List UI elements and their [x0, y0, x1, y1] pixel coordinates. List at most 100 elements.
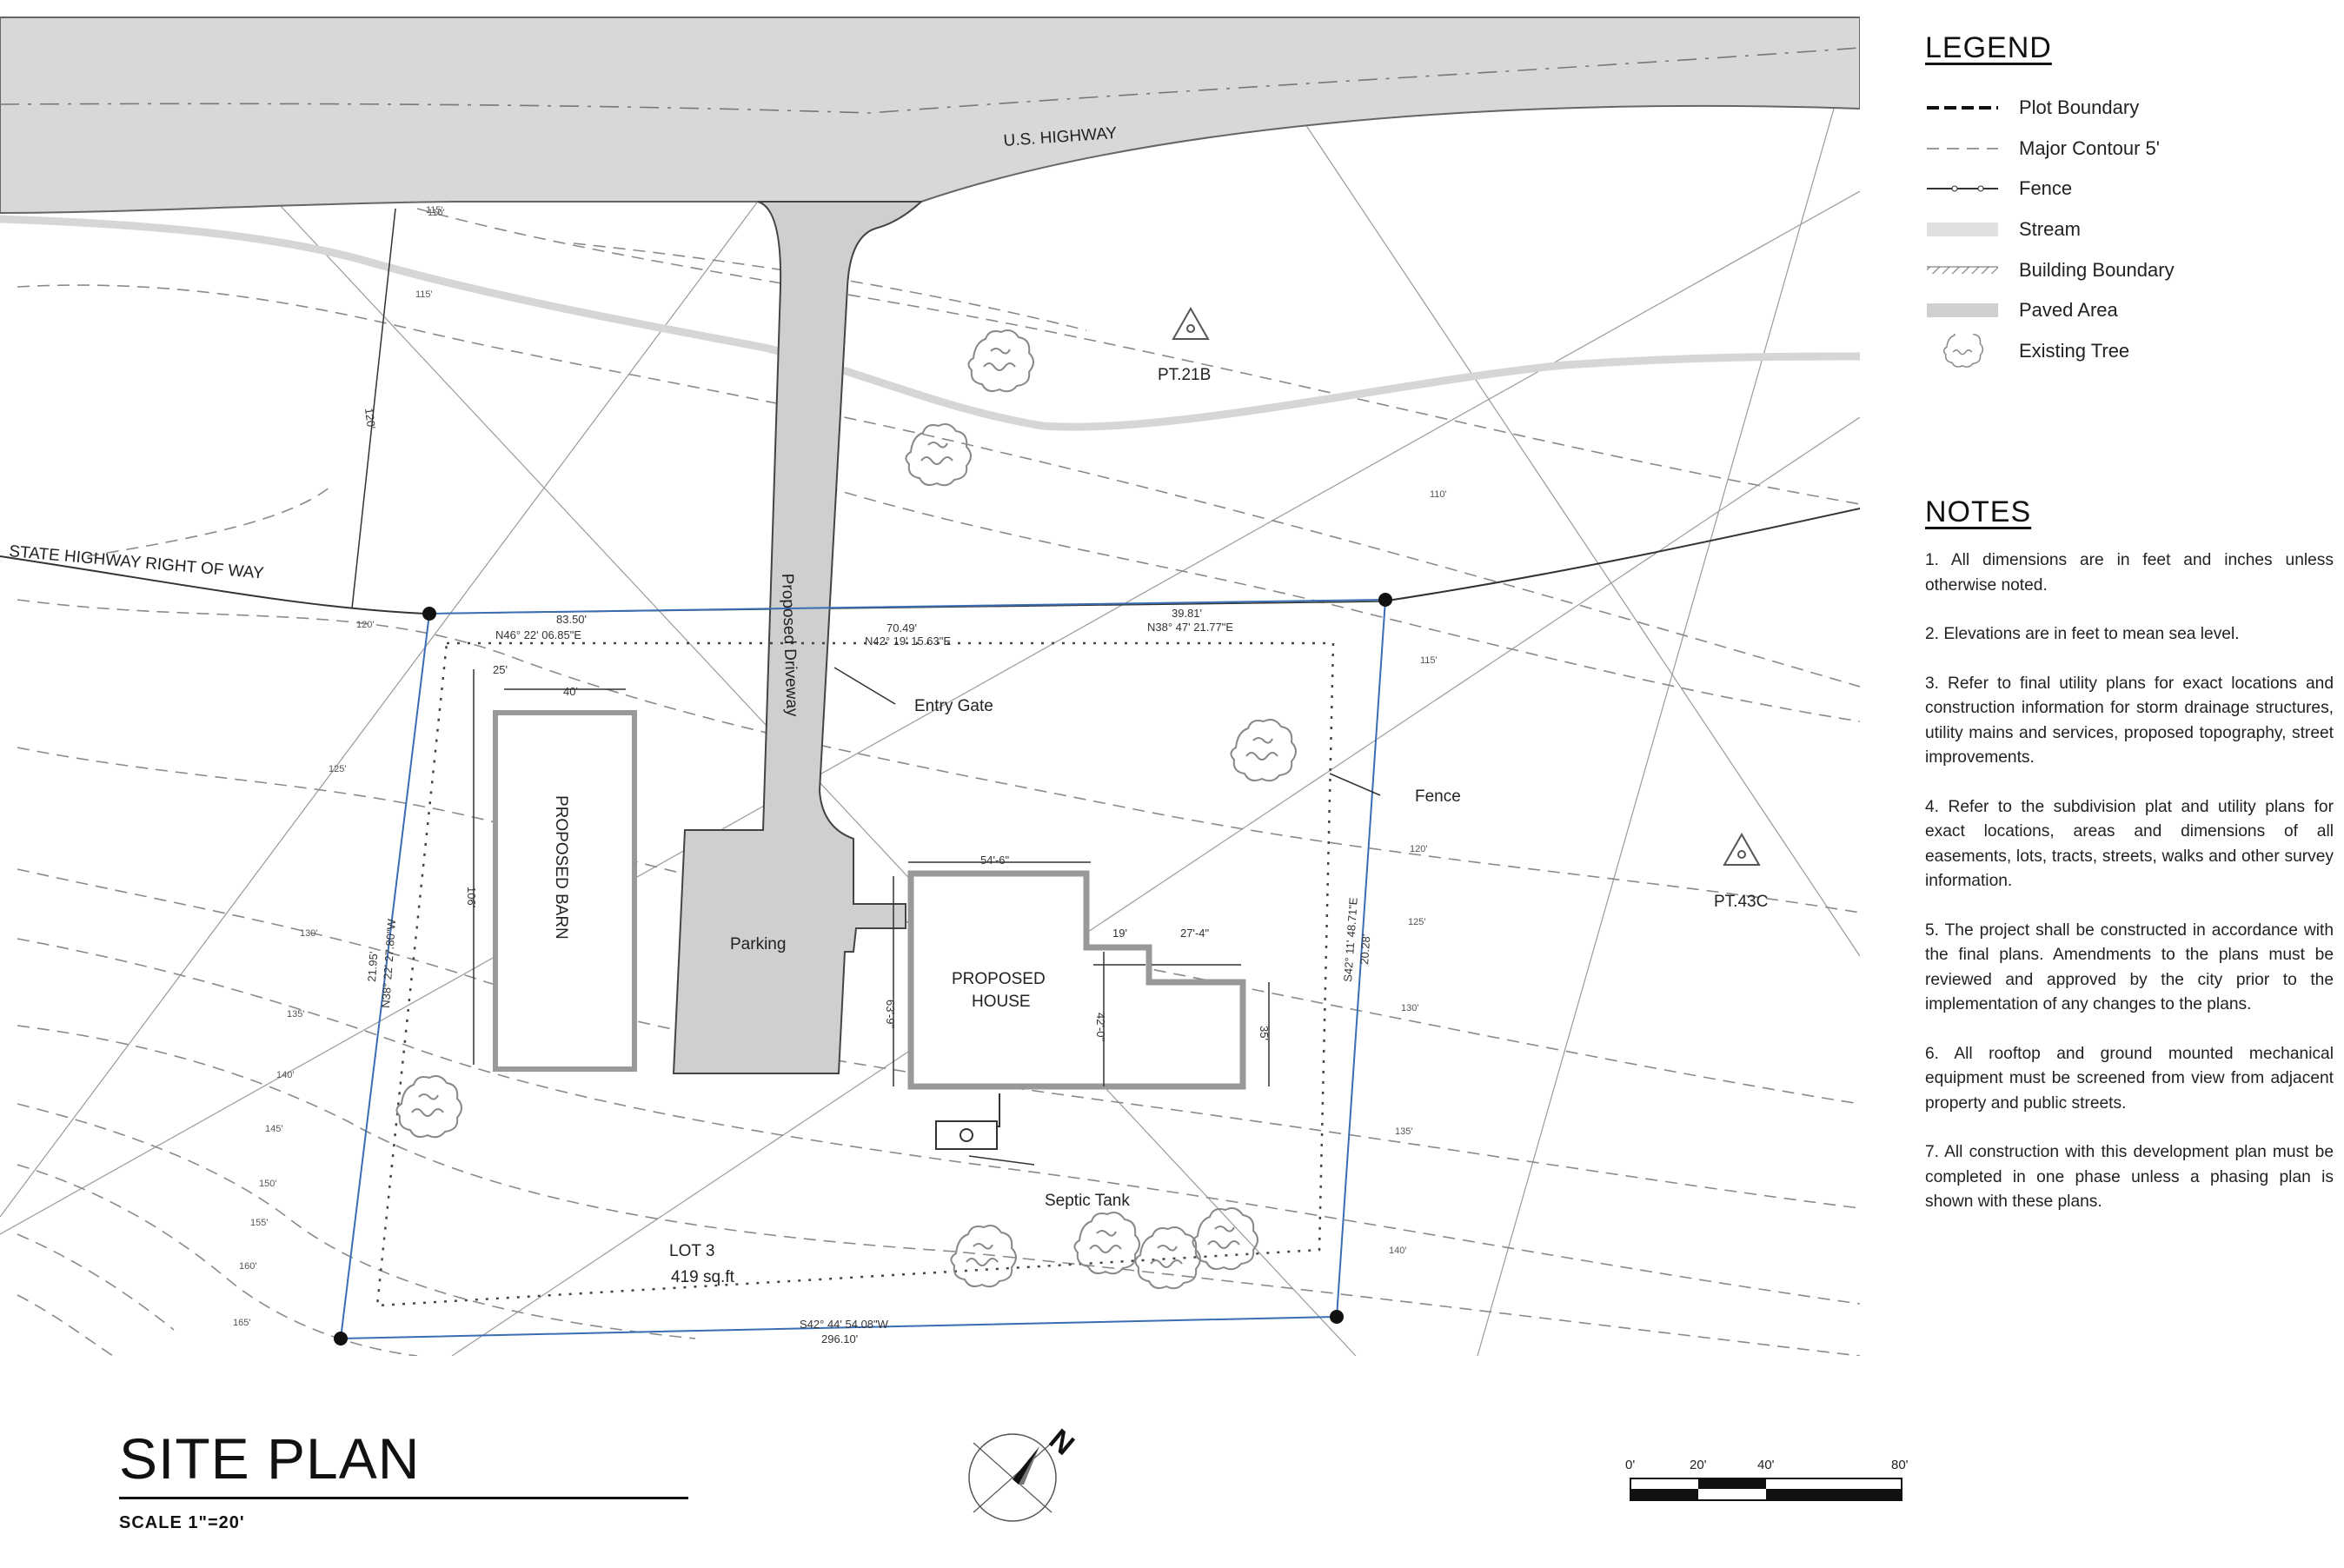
dim-east-bearing: S42° 11' 48.71"E [1341, 897, 1360, 982]
north-arrow: N [968, 1423, 1080, 1522]
parking-label: Parking [730, 935, 786, 953]
contour-lines [17, 208, 1860, 1356]
contour-label: 135' [287, 1009, 304, 1020]
contour-label: 125' [329, 764, 346, 774]
pt-north-label: PT.21B [1158, 366, 1211, 384]
dim-south-len: 296.10' [821, 1332, 858, 1345]
fence-label: Fence [1415, 787, 1461, 806]
legend-title: LEGEND [1925, 31, 2052, 64]
title-rule [119, 1497, 688, 1499]
tree-icon [1925, 333, 2000, 368]
dim-house-notch2: 27'-4" [1180, 927, 1210, 940]
dimension-lines [351, 208, 1381, 1166]
proposed-house [907, 870, 1246, 1090]
dim-seg2-len: 70.49' [886, 621, 917, 635]
paved-area-icon [1925, 301, 2000, 320]
contour-label: 140' [1389, 1246, 1406, 1256]
legend-item: Paved Area [1925, 290, 2325, 331]
us-highway [0, 17, 1860, 215]
fence-icon [1925, 179, 2000, 198]
dim-barn-length: 106' [465, 887, 478, 907]
pt-east-label: PT.43C [1714, 893, 1768, 911]
right-of-way-line [0, 508, 1860, 615]
contour-label: 150' [259, 1179, 276, 1189]
contour-label: 165' [233, 1318, 250, 1328]
contour-label: 0' [1625, 1458, 1635, 1472]
notes-title: NOTES [1925, 495, 2032, 528]
legend: LEGEND Plot Boundary Major Contour 5' Fe… [1925, 31, 2325, 371]
contour-label: 40' [1757, 1458, 1775, 1472]
fence-line [375, 641, 1335, 1307]
contour-label: 145' [265, 1124, 282, 1134]
dim-house-inner: 42'-0" [1094, 1013, 1107, 1042]
note-item: 4. Refer to the subdivision plat and uti… [1925, 797, 2334, 891]
septic-label: Septic Tank [1045, 1192, 1130, 1210]
contour-label: 110' [1430, 489, 1447, 500]
contour-icon [1925, 139, 2000, 158]
dim-house-depth: 63'-9" [884, 1000, 897, 1029]
dim-house-width: 54'-6" [980, 854, 1010, 867]
septic-tank [935, 1093, 1000, 1150]
dim-seg1-bearing: N46° 22' 06.85"E [495, 628, 581, 641]
notes: NOTES 1. All dimensions are in feet and … [1925, 495, 2334, 1239]
contour-labels: 110' 115' 120' 125' 130' 135' 140' 145' … [233, 205, 1447, 1328]
lot-label: LOT 3 [669, 1242, 714, 1260]
contour-label: 135' [1395, 1126, 1412, 1137]
contour-label: 120' [1410, 844, 1427, 854]
dim-seg3-bearing: N38° 47' 21.77"E [1147, 621, 1233, 634]
contour-label: 20' [1690, 1458, 1707, 1472]
contour-label: 80' [1891, 1458, 1909, 1472]
contour-label: 130' [1401, 1003, 1418, 1013]
dim-house-right: 35' [1258, 1026, 1271, 1040]
contour-label: 130' [300, 928, 317, 939]
plot-boundary-icon [1925, 98, 2000, 117]
lot-area: 419 sq.ft [671, 1268, 735, 1286]
note-item: 1. All dimensions are in feet and inches… [1925, 551, 2334, 595]
note-item: 6. All rooftop and ground mounted mechan… [1925, 1044, 2334, 1113]
stream-icon [1925, 220, 2000, 239]
dim-barn-width: 40' [563, 685, 578, 698]
survey-point-markers [1172, 306, 1761, 866]
house-label-1: PROPOSED [952, 970, 1046, 988]
proposed-barn [493, 710, 637, 1072]
dim-barn-offset: 25' [493, 663, 508, 676]
contour-label: 140' [276, 1070, 294, 1080]
note-item: 2. Elevations are in feet to mean sea le… [1925, 625, 2240, 643]
contour-label: 160' [239, 1261, 256, 1272]
legend-item: Plot Boundary [1925, 88, 2325, 129]
stream [0, 215, 1860, 431]
contour-label: 110' [428, 208, 445, 218]
contour-label: 125' [1408, 917, 1425, 927]
right-of-way-label: STATE HIGHWAY RIGHT OF WAY [9, 542, 265, 583]
contour-label: 155' [250, 1218, 268, 1228]
dim-seg1-len: 83.50' [556, 613, 587, 626]
title-block: SITE PLAN SCALE 1"=20' [119, 1425, 688, 1533]
contour-label: 120' [356, 620, 374, 630]
note-item: 7. All construction with this developmen… [1925, 1143, 2334, 1211]
contour-label: 115' [1420, 655, 1438, 666]
barn-label: PROPOSED BARN [552, 795, 570, 940]
house-label-2: HOUSE [972, 993, 1031, 1011]
construction-lines [0, 17, 1860, 1356]
legend-item: Major Contour 5' [1925, 129, 2325, 169]
dim-south-bearing: S42° 44' 54.08"W [800, 1318, 889, 1331]
drawing-title: SITE PLAN [119, 1426, 421, 1491]
note-item: 3. Refer to final utility plans for exac… [1925, 674, 2334, 767]
contour-label: 115' [426, 205, 443, 216]
north-letter: N [1043, 1423, 1080, 1462]
building-boundary-icon [1925, 261, 2000, 280]
driveway-paved [672, 201, 924, 1074]
highway-centerline [0, 47, 1860, 114]
legend-item: Fence [1925, 169, 2325, 209]
plot-corner-markers [334, 593, 1392, 1345]
legend-item: Existing Tree [1925, 331, 2325, 372]
note-item: 5. The project shall be constructed in a… [1925, 920, 2334, 1014]
contour-label: 115' [415, 289, 433, 300]
legend-item: Stream [1925, 209, 2325, 250]
scale-bar: 0' 20' 40' 80' [1625, 1458, 1909, 1501]
dim-east-len: 20.28' [1358, 933, 1372, 965]
dim-west-len: 21.95' [365, 951, 380, 982]
dim-setback: 120' [362, 408, 378, 430]
dim-seg2-bearing: N42° 19' 15.63"E [865, 635, 951, 648]
